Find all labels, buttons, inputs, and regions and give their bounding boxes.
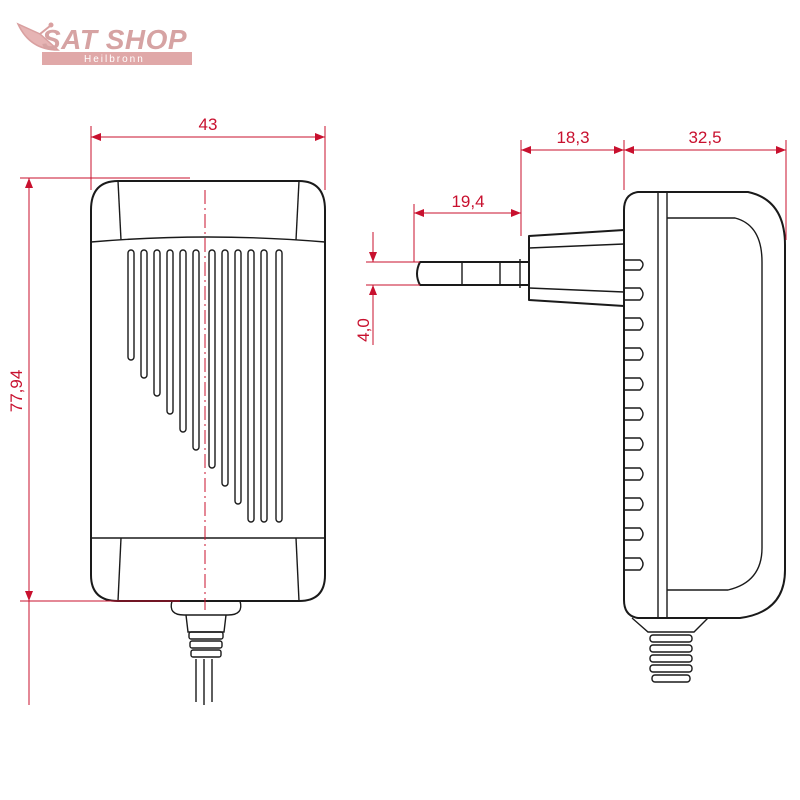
satellite-dish-icon [16, 22, 60, 51]
side-view [416, 191, 786, 683]
logo-text: SAT SHOP [42, 24, 187, 55]
dim-height: 77,94 [7, 177, 190, 705]
dimensions: 43 77,94 19,4 18,3 [7, 115, 787, 705]
logo-subtext: Heilbronn [84, 54, 145, 65]
front-cable [170, 600, 242, 705]
dim-body-depth: 32,5 [624, 128, 787, 240]
dim-pin-diameter-label: 4,0 [354, 318, 373, 342]
plug-pin [416, 259, 530, 288]
logo: SAT SHOP Heilbronn [16, 22, 192, 65]
dim-width-label: 43 [199, 115, 218, 134]
front-vents [127, 249, 283, 523]
dim-width: 43 [90, 115, 326, 190]
dim-pin-length: 19,4 [413, 192, 522, 262]
side-body-outline [623, 191, 786, 619]
front-view [90, 180, 326, 705]
dim-height-label: 77,94 [7, 370, 26, 413]
dim-body-depth-label: 32,5 [688, 128, 721, 147]
dim-plug-depth: 18,3 [520, 128, 625, 204]
side-inner-contour [667, 217, 763, 591]
logo-band [42, 52, 192, 65]
side-cable [631, 617, 709, 683]
dim-pin-diameter: 4,0 [354, 232, 420, 345]
dim-plug-depth-label: 18,3 [556, 128, 589, 147]
side-vents [623, 259, 644, 571]
front-top-cap [90, 236, 326, 243]
plug-collar [528, 229, 625, 307]
dim-pin-length-label: 19,4 [451, 192, 484, 211]
